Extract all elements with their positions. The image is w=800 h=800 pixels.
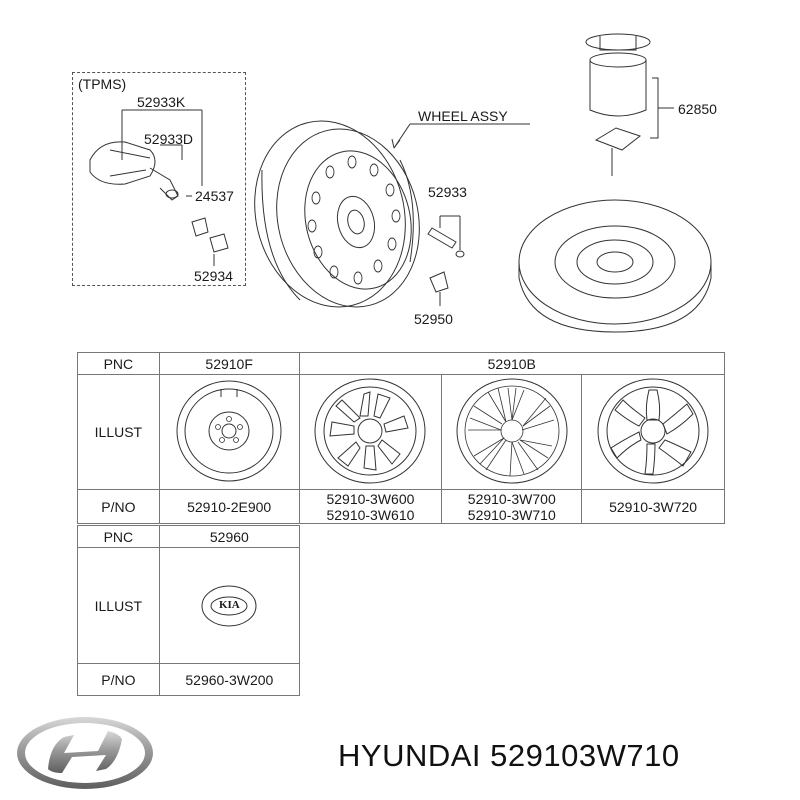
alloy-wheel-1-illustration — [298, 374, 443, 490]
pnc-steel-wheel: 52910F — [158, 352, 300, 375]
pnc-cap: 52960 — [158, 525, 301, 548]
center-cap-illustration: KIA — [158, 547, 301, 664]
pn-alloy-wheel-1: 52910-3W600 52910-3W610 — [298, 489, 443, 524]
callout-52950: 52950 — [414, 311, 453, 327]
callout-52933: 52933 — [428, 184, 467, 200]
pn-alloy-wheel-1a: 52910-3W600 — [326, 490, 415, 507]
illust-header: ILLUST — [77, 374, 160, 490]
callout-52933K: 52933K — [137, 94, 186, 110]
exploded-parts-diagram — [89, 33, 712, 333]
callout-52934: 52934 — [194, 268, 233, 284]
callout-62850: 62850 — [678, 101, 717, 117]
brand-part-number: HYUNDAI 529103W710 — [338, 738, 680, 773]
alloy-wheel-3-illustration — [581, 374, 725, 490]
tpms-sensor-drawing — [89, 141, 179, 201]
tpms-label: (TPMS) — [78, 76, 127, 92]
hyundai-logo-icon — [17, 717, 153, 789]
pnc-header-2: PNC — [77, 525, 160, 548]
spare-tire-holder-drawing — [585, 33, 651, 176]
wheel-parts-table: PNC 52910F 52910B ILLUST — [77, 352, 726, 524]
callout-24537: 24537 — [195, 188, 234, 204]
tpms-group-box — [72, 72, 246, 286]
pn-alloy-wheel-2a: 52910-3W700 — [467, 490, 556, 507]
spare-tire-drawing — [518, 199, 712, 333]
steel-wheel-illustration — [158, 374, 300, 490]
pn-cap: 52960-3W200 — [158, 663, 301, 696]
callout-wheel-assy: WHEEL ASSY — [418, 108, 508, 124]
kia-logo-text: KIA — [218, 598, 240, 611]
valve-nut-drawing — [191, 217, 229, 253]
pn-steel-wheel: 52910-2E900 — [158, 489, 300, 524]
illust-header-2: ILLUST — [77, 547, 160, 664]
pn-alloy-wheel-1b: 52910-3W610 — [326, 506, 415, 523]
steel-wheel-drawing — [254, 120, 420, 308]
pnc-alloy-wheel: 52910B — [298, 352, 726, 375]
alloy-wheel-2-illustration — [441, 374, 583, 490]
pnc-header: PNC — [77, 352, 160, 375]
pno-header: P/NO — [77, 489, 160, 524]
callout-52933D: 52933D — [144, 131, 194, 147]
pn-alloy-wheel-2: 52910-3W700 52910-3W710 — [441, 489, 583, 524]
cap-parts-table: PNC 52960 ILLUST KIA P/NO 52960-3W200 — [77, 525, 301, 696]
pn-alloy-wheel-3: 52910-3W720 — [581, 489, 725, 524]
balance-weight-drawing — [429, 271, 449, 293]
pno-header-2: P/NO — [77, 663, 160, 696]
pn-alloy-wheel-2b: 52910-3W710 — [467, 506, 556, 523]
valve-stem-drawing — [427, 227, 465, 258]
